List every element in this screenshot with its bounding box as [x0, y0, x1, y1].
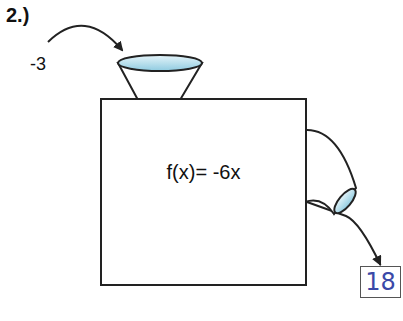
problem-number: 2.): [6, 4, 29, 27]
answer-box: 18: [360, 266, 401, 298]
input-arrow: [48, 26, 122, 50]
spout-opening: [331, 186, 359, 217]
input-value: -3: [30, 54, 46, 75]
output-value: 18: [361, 268, 400, 296]
machine-body: f(x)= -6x: [100, 98, 307, 286]
hopper-opening: [118, 55, 202, 71]
function-rule: f(x)= -6x: [102, 161, 305, 184]
